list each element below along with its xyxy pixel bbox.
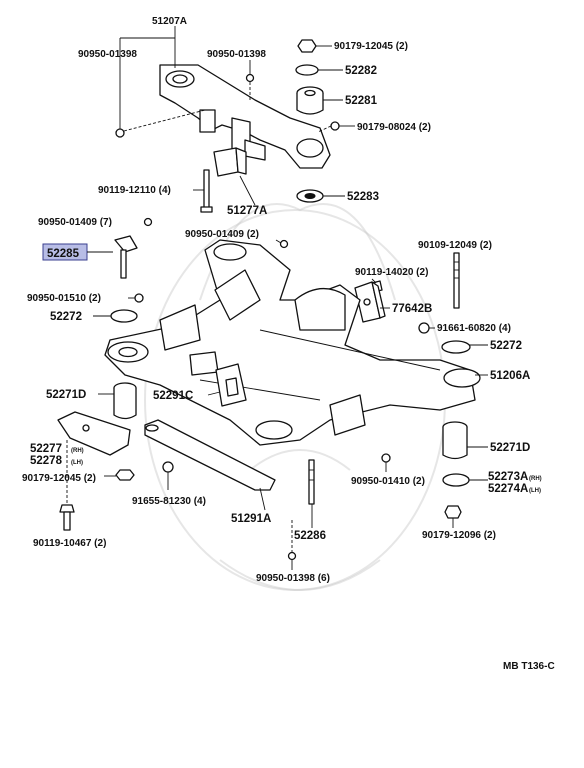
label-90179-12045-left: 90179-12045 (2) <box>22 473 96 484</box>
label-52271d-right: 52271D <box>490 442 530 454</box>
label-52274a-sub: (LH) <box>529 488 541 494</box>
bracket-51277a <box>213 147 247 177</box>
diagram-code: MB T136-C <box>503 661 555 672</box>
upper-bracket-51207a <box>159 64 331 169</box>
label-52274a: 52274A <box>488 483 528 495</box>
label-90119-12110: 90119-12110 (4) <box>98 185 171 196</box>
label-52286: 52286 <box>294 530 326 542</box>
brace-51291a <box>144 419 276 491</box>
label-52285: 52285 <box>47 248 80 260</box>
bushing-52281 <box>296 86 324 115</box>
bracket-77642b <box>354 281 386 323</box>
label-90179-12045-top: 90179-12045 (2) <box>334 41 408 52</box>
label-90950-01410: 90950-01410 (2) <box>351 476 425 487</box>
label-90950-01398-a: 90950-01398 <box>78 49 137 60</box>
label-52271d-left: 52271D <box>46 389 86 401</box>
bolt-90119-12110 <box>200 169 213 213</box>
label-90179-08024: 90179-08024 (2) <box>357 122 431 133</box>
label-91661-60820: 91661-60820 (4) <box>437 323 511 334</box>
label-52277-sub: (RH) <box>71 448 84 454</box>
label-90179-12096: 90179-12096 (2) <box>422 530 496 541</box>
bolt-90119-10467 <box>59 504 75 531</box>
label-51291a: 51291A <box>231 513 271 525</box>
label-52272-right: 52272 <box>490 340 522 352</box>
label-52278: 52278 <box>30 455 63 467</box>
label-90109-12049: 90109-12049 (2) <box>418 240 492 251</box>
label-90119-10467: 90119-10467 (2) <box>33 538 106 549</box>
label-52272-left: 52272 <box>50 311 82 323</box>
label-90950-01409-2: 90950-01409 (2) <box>185 229 259 240</box>
label-52282: 52282 <box>345 65 377 77</box>
damper-52291c <box>215 363 247 407</box>
label-51206a: 51206A <box>490 370 530 382</box>
bracket-52277-52278 <box>57 411 131 456</box>
label-90950-01398-b: 90950-01398 <box>207 49 266 60</box>
label-77642b: 77642B <box>392 303 432 315</box>
stud-52285 <box>114 235 138 279</box>
label-52277: 52277 <box>30 443 62 455</box>
label-90950-01398-bottom: 90950-01398 (6) <box>256 573 330 584</box>
stud-52286 <box>308 459 315 505</box>
label-90950-01510: 90950-01510 (2) <box>27 293 101 304</box>
label-51207a: 51207A <box>152 16 187 27</box>
label-52278-sub: (LH) <box>71 460 83 466</box>
subframe-51206a <box>104 239 481 446</box>
bushing-52271d-left <box>113 382 137 420</box>
label-52291c: 52291C <box>153 390 193 402</box>
label-52273a-sub: (RH) <box>529 476 542 482</box>
label-52281: 52281 <box>345 95 378 107</box>
bushing-52271d-right <box>442 421 468 460</box>
label-51277a: 51277A <box>227 205 267 217</box>
label-91655-81230: 91655-81230 (4) <box>132 496 206 507</box>
label-52283: 52283 <box>347 191 379 203</box>
label-90950-01409-7: 90950-01409 (7) <box>38 217 112 228</box>
label-90119-14020: 90119-14020 (2) <box>355 267 428 278</box>
stud-90109-12049 <box>453 252 460 309</box>
label-52273a: 52273A <box>488 471 528 483</box>
